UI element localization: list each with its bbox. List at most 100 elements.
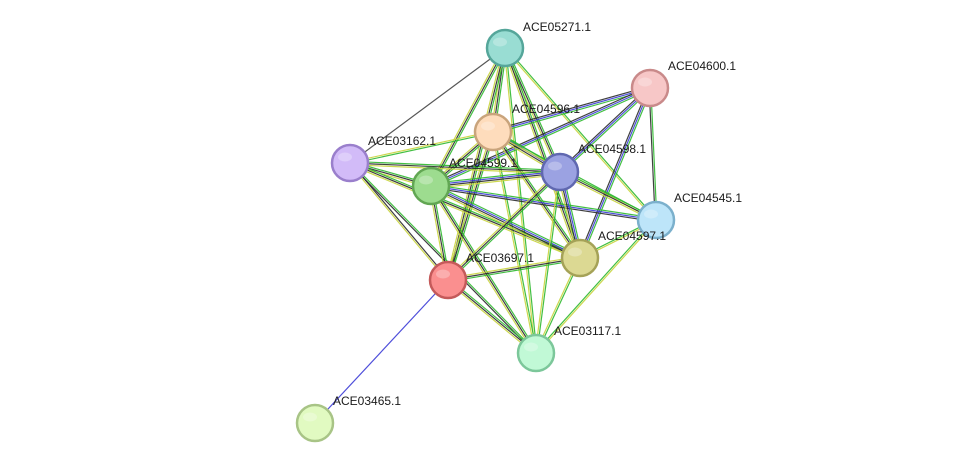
node-highlight <box>638 77 652 87</box>
edge-evidence-line <box>446 170 560 280</box>
node-label: ACE04596.1 <box>512 102 580 116</box>
node-circle[interactable] <box>411 166 451 206</box>
edge-evidence-line <box>431 48 508 188</box>
node-label: ACE04597.1 <box>598 229 666 243</box>
edge-evidence-line <box>431 183 657 219</box>
edge-ACE04600.1-ACE04596.1[interactable] <box>492 85 651 135</box>
node-ACE03465.1[interactable] <box>295 403 335 443</box>
node-circle[interactable] <box>516 333 556 373</box>
node-ACE04596.1[interactable] <box>473 112 513 152</box>
node-circle[interactable] <box>485 28 525 68</box>
node-highlight <box>548 161 562 171</box>
edge-evidence-line <box>560 88 652 174</box>
edge-ACE03162.1-ACE04598.1[interactable] <box>349 160 561 175</box>
edge-evidence-line <box>431 89 651 189</box>
edge-evidence-line <box>348 163 448 281</box>
node-ACE04545.1[interactable] <box>636 200 676 240</box>
edge-evidence-line <box>430 187 656 223</box>
node-ACE03117.1[interactable] <box>516 333 556 373</box>
edge-ACE04596.1-ACE03162.1[interactable] <box>349 130 494 165</box>
node-circle[interactable] <box>295 403 335 443</box>
edge-evidence-line <box>447 257 581 281</box>
node-circle[interactable] <box>560 238 600 278</box>
node-label: ACE04600.1 <box>668 59 736 73</box>
edge-evidence-line <box>534 219 656 353</box>
edge-evidence-line <box>581 88 653 259</box>
edge-ACE04599.1-ACE04545.1[interactable] <box>430 183 657 223</box>
edge-ACE04599.1-ACE04598.1[interactable] <box>430 168 561 190</box>
node-highlight <box>338 152 352 162</box>
edge-ACE05271.1-ACE04599.1[interactable] <box>428 46 508 188</box>
edge-ACE04597.1-ACE03697.1[interactable] <box>447 255 581 283</box>
edge-evidence-line <box>648 88 656 221</box>
node-circle[interactable] <box>330 143 370 183</box>
edge-evidence-line <box>431 173 561 190</box>
node-label: ACE04599.1 <box>449 156 517 170</box>
node-ACE03697.1[interactable] <box>428 260 468 300</box>
edge-ACE04600.1-ACE04545.1[interactable] <box>648 87 658 221</box>
node-ACE03162.1[interactable] <box>330 143 370 183</box>
edge-ACE04599.1-ACE03117.1[interactable] <box>429 184 538 355</box>
edge-evidence-line <box>430 185 537 354</box>
edge-evidence-line <box>445 47 504 280</box>
edge-evidence-line <box>506 47 563 172</box>
node-highlight <box>524 342 538 352</box>
edge-evidence-line <box>492 87 651 133</box>
node-circle[interactable] <box>636 200 676 240</box>
node-label: ACE04598.1 <box>578 142 646 156</box>
edge-ACE05271.1-ACE03162.1[interactable] <box>349 47 506 164</box>
node-highlight <box>644 209 658 219</box>
node-label: ACE03465.1 <box>333 394 401 408</box>
edge-ACE03697.1-ACE03465.1[interactable] <box>314 279 449 424</box>
edge-evidence-line <box>579 87 651 259</box>
edge-evidence-line <box>447 171 561 281</box>
node-ACE04599.1[interactable] <box>411 166 451 206</box>
node-label: ACE03117.1 <box>554 324 621 338</box>
edge-evidence-line <box>430 170 560 186</box>
edge-evidence-line <box>534 171 560 353</box>
edge-evidence-line <box>577 87 649 258</box>
edge-evidence-line <box>431 183 582 257</box>
edge-evidence-line <box>349 47 506 164</box>
node-ACE04600.1[interactable] <box>630 68 670 108</box>
nodes-layer <box>295 28 676 443</box>
edge-evidence-line <box>431 184 538 353</box>
labels-layer: ACE05271.1ACE04600.1ACE04596.1ACE03162.1… <box>333 20 742 408</box>
edge-evidence-line <box>429 186 536 355</box>
node-label: ACE03162.1 <box>368 134 436 148</box>
edge-evidence-line <box>430 47 506 187</box>
node-highlight <box>568 247 582 257</box>
edge-evidence-line <box>558 86 650 172</box>
node-highlight <box>481 121 495 131</box>
edge-evidence-line <box>430 168 560 185</box>
edge-ACE03117.1-ACE04545.1[interactable] <box>534 219 658 354</box>
node-ACE04597.1[interactable] <box>560 238 600 278</box>
node-label: ACE03697.1 <box>466 251 534 265</box>
edge-evidence-line <box>428 46 505 186</box>
edge-evidence-line <box>505 47 538 353</box>
edge-evidence-line <box>429 187 580 261</box>
node-label: ACE04545.1 <box>674 191 742 205</box>
edge-evidence-line <box>431 172 561 188</box>
edge-evidence-line <box>502 48 579 259</box>
node-highlight <box>419 175 433 185</box>
node-circle[interactable] <box>473 112 513 152</box>
node-highlight <box>436 269 450 279</box>
edge-ACE04598.1-ACE03697.1[interactable] <box>446 170 562 282</box>
node-circle[interactable] <box>428 260 468 300</box>
edge-evidence-line <box>505 47 658 220</box>
node-circle[interactable] <box>630 68 670 108</box>
edge-evidence-line <box>350 160 561 171</box>
edge-evidence-line <box>448 172 562 282</box>
edge-evidence-line <box>504 47 581 259</box>
edge-evidence-line <box>349 162 561 173</box>
node-ACE04598.1[interactable] <box>540 152 580 192</box>
edge-ACE05271.1-ACE04545.1[interactable] <box>503 47 658 221</box>
node-ACE05271.1[interactable] <box>485 28 525 68</box>
edge-ACE04600.1-ACE04598.1[interactable] <box>558 86 652 174</box>
node-circle[interactable] <box>540 152 580 192</box>
edge-ACE04600.1-ACE04597.1[interactable] <box>577 87 653 259</box>
edge-evidence-line <box>492 85 650 131</box>
edge-evidence-line <box>349 130 493 163</box>
